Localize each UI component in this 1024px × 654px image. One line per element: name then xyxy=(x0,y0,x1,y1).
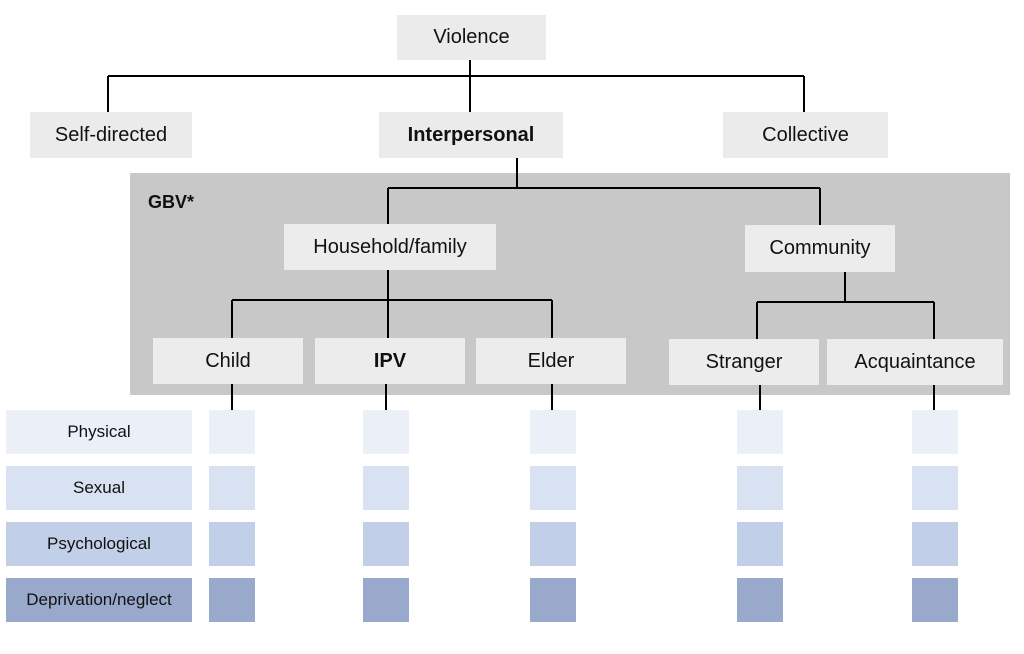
cell-stranger-physical xyxy=(737,410,783,454)
cell-stranger-sexual xyxy=(737,466,783,510)
node-interpersonal: Interpersonal xyxy=(379,112,563,158)
cell-ipv-psychological xyxy=(363,522,409,566)
gbv-label: GBV* xyxy=(148,192,195,212)
cell-acquaintance-sexual xyxy=(912,466,958,510)
cell-ipv-sexual xyxy=(363,466,409,510)
type-deprivation-neglect: Deprivation/neglect xyxy=(6,578,192,622)
cell-ipv-deprivation xyxy=(363,578,409,622)
cell-acquaintance-deprivation xyxy=(912,578,958,622)
type-sexual: Sexual xyxy=(6,466,192,510)
node-household-family: Household/family xyxy=(284,224,496,270)
cell-elder-sexual xyxy=(530,466,576,510)
cell-acquaintance-physical xyxy=(912,410,958,454)
node-elder: Elder xyxy=(476,338,626,384)
cell-elder-psychological xyxy=(530,522,576,566)
cell-elder-physical xyxy=(530,410,576,454)
cell-child-sexual xyxy=(209,466,255,510)
cell-child-deprivation xyxy=(209,578,255,622)
type-physical: Physical xyxy=(6,410,192,454)
node-violence: Violence xyxy=(397,15,546,60)
node-self-directed: Self-directed xyxy=(30,112,192,158)
cell-child-psychological xyxy=(209,522,255,566)
node-ipv: IPV xyxy=(315,338,465,384)
node-stranger: Stranger xyxy=(669,339,819,385)
cell-elder-deprivation xyxy=(530,578,576,622)
node-community: Community xyxy=(745,225,895,272)
cell-stranger-deprivation xyxy=(737,578,783,622)
cell-ipv-physical xyxy=(363,410,409,454)
cell-child-physical xyxy=(209,410,255,454)
cell-stranger-psychological xyxy=(737,522,783,566)
node-acquaintance: Acquaintance xyxy=(827,339,1003,385)
node-collective: Collective xyxy=(723,112,888,158)
node-child: Child xyxy=(153,338,303,384)
cell-acquaintance-psychological xyxy=(912,522,958,566)
type-psychological: Psychological xyxy=(6,522,192,566)
